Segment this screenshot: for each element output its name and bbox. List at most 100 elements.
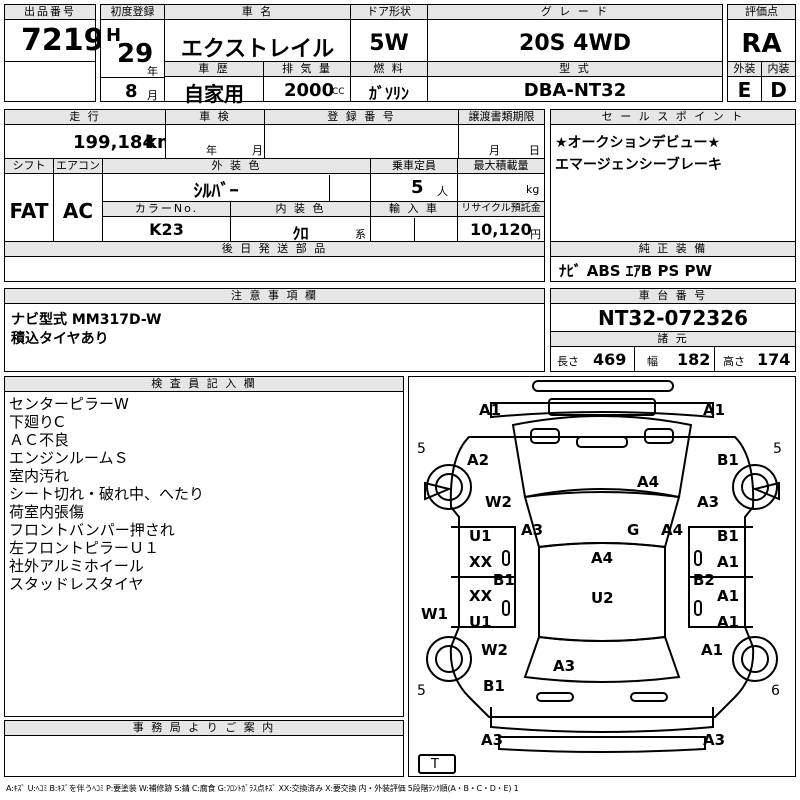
ac-label: エアコン — [54, 159, 102, 174]
mark-glass: G — [627, 521, 640, 539]
transfer-box: 譲渡書類期限 月 日 — [458, 109, 545, 159]
sales-box: セ ー ル ス ポ イ ン ト ★オークションデビュー★ エマージェンシーブレー… — [550, 109, 796, 242]
max-load-label: 最大積載量 — [458, 159, 544, 174]
mark-door-fr-top: B1 — [717, 527, 739, 545]
import-label: 輸 入 車 — [371, 202, 457, 217]
mark-door-rl-bot: U1 — [469, 613, 492, 631]
inspector-line: 荷室内張傷 — [9, 503, 85, 521]
height: 174 — [757, 350, 791, 369]
inspection-year-unit: 年 — [206, 144, 217, 157]
recycle-box: リサイクル預託金 10,120 円 — [457, 201, 545, 242]
notes-line-1: ナビ型式 MM317D-W — [11, 312, 162, 328]
color-no-label: カラーNo. — [103, 202, 230, 217]
transfer-month-unit: 月 — [489, 144, 500, 157]
exterior-label: 外装 — [728, 62, 761, 77]
hood-emblem — [576, 436, 628, 448]
mark-door-rl-top: XX — [469, 587, 493, 605]
color-no: K23 — [149, 220, 184, 239]
mark-rear-fender-left: W2 — [481, 641, 508, 659]
inspector-line: 下廻りC — [9, 413, 65, 431]
hood-outline — [511, 415, 693, 499]
recycle-label: リサイクル預託金 — [458, 202, 544, 217]
chassis-box: 車 台 番 号 NT32-072326 — [550, 288, 796, 332]
rear-plate-outline — [536, 692, 574, 702]
mark-windshield-right: A4 — [661, 521, 684, 539]
color-no-box: カラーNo. K23 — [102, 201, 231, 242]
mark-door-fl-top: U1 — [469, 527, 492, 545]
capacity-label: 乗車定員 — [371, 159, 457, 174]
later-parts-label: 後 日 発 送 部 品 — [5, 242, 544, 257]
sales-line-2: エマージェンシーブレーキ — [555, 157, 722, 173]
grade: 20S 4WD — [519, 31, 631, 56]
transfer-day-unit: 日 — [529, 144, 540, 157]
mark-door-rr-bot: A1 — [717, 613, 740, 631]
mark-rear-right: A3 — [703, 731, 726, 749]
inspector-line: 社外アルミホイール — [9, 557, 144, 575]
grade-box: グ レ ー ド 20S 4WD — [427, 4, 723, 62]
lot-box: 出品番号 7219 — [4, 4, 105, 62]
later-parts-box: 後 日 発 送 部 品 — [4, 241, 545, 282]
equipment: ﾅﾋﾞ ABS ｴｱB PS PW — [559, 262, 713, 280]
capacity-unit: 人 — [437, 185, 448, 198]
recycle-unit: 円 — [530, 228, 541, 241]
score: RA — [741, 29, 782, 59]
model: DBA-NT32 — [523, 80, 627, 101]
inspector-label: 検 査 員 記 入 欄 — [5, 377, 403, 392]
int-color: ｸﾛ — [292, 224, 309, 243]
tailgate-outline — [498, 736, 706, 753]
mileage: 199,184 — [73, 132, 155, 153]
notes-line-2: 積込タイヤあり — [11, 331, 109, 347]
left-handle-rear — [502, 600, 510, 616]
inspector-box: 検 査 員 記 入 欄 センターピラーW 下廻りC ＡＣ不良 エンジンルームＳ … — [4, 376, 404, 717]
exterior-box: 外装 E — [727, 61, 762, 102]
left-handle-front — [502, 550, 510, 566]
capacity-box: 乗車定員 5 人 — [370, 158, 458, 202]
mark-sill-right: B2 — [693, 571, 715, 589]
equipment-box: 純 正 装 備 ﾅﾋﾞ ABS ｴｱB PS PW — [550, 241, 796, 282]
mark-door-rr-top: A1 — [717, 587, 740, 605]
inspector-line: フロントバンパー押され — [9, 521, 175, 539]
ac: AC — [62, 199, 94, 223]
transfer-label: 譲渡書類期限 — [459, 110, 544, 125]
mark-pillar-left-a: W2 — [485, 493, 512, 511]
car-name: エクストレイル — [180, 37, 335, 62]
displacement-box: 排 気 量 2000 CC — [263, 61, 351, 102]
displacement-label: 排 気 量 — [264, 62, 350, 77]
tire-front-left — [426, 464, 472, 510]
tire-rear-left-inner — [435, 645, 463, 673]
sales-label: セ ー ル ス ポ イ ン ト — [551, 110, 795, 125]
recycle: 10,120 — [470, 220, 532, 239]
fuel: ｶﾞｿﾘﾝ — [368, 84, 409, 103]
int-color-label: 内 装 色 — [231, 202, 370, 217]
ac-box: エアコン AC — [53, 158, 103, 242]
first-reg-label: 初度登録 — [101, 5, 164, 20]
mark-back-window: A3 — [553, 657, 576, 675]
ext-color: ｼﾙﾊﾞｰ — [193, 181, 239, 202]
tire-label-front-right: 5 — [773, 441, 782, 457]
interior: D — [770, 78, 787, 102]
front-plate-outline — [532, 380, 674, 392]
length: 469 — [593, 350, 627, 369]
shift: FAT — [9, 199, 49, 223]
notes-label: 注 意 事 項 欄 — [5, 289, 544, 304]
tire-front-left-inner — [435, 473, 463, 501]
width-label: 幅 — [647, 355, 658, 368]
tire-label-rear-right: 6 — [771, 683, 780, 699]
fuel-label: 燃 料 — [351, 62, 427, 77]
inspector-line: ＡＣ不良 — [9, 431, 70, 449]
length-label: 長さ — [557, 355, 579, 368]
import-box: 輸 入 車 — [370, 201, 458, 242]
specs-label: 諸 元 — [551, 332, 795, 347]
inspection-month-unit: 月 — [252, 144, 263, 157]
tire-front-right-inner — [741, 473, 769, 501]
inspector-line: 左フロントピラーＵ１ — [9, 539, 160, 557]
mark-pillar-right-a: A3 — [697, 493, 720, 511]
mark-front-right: A1 — [703, 401, 726, 419]
car-name-label: 車 名 — [165, 5, 350, 20]
door-box: ドア形状 5W — [350, 4, 428, 62]
mark-windshield-left: A3 — [521, 521, 544, 539]
notes-box: 注 意 事 項 欄 ナビ型式 MM317D-W 積込タイヤあり — [4, 288, 545, 372]
int-color-unit: 系 — [355, 228, 366, 241]
tire-label-front-left: 5 — [417, 441, 426, 457]
door: 5W — [369, 31, 409, 56]
